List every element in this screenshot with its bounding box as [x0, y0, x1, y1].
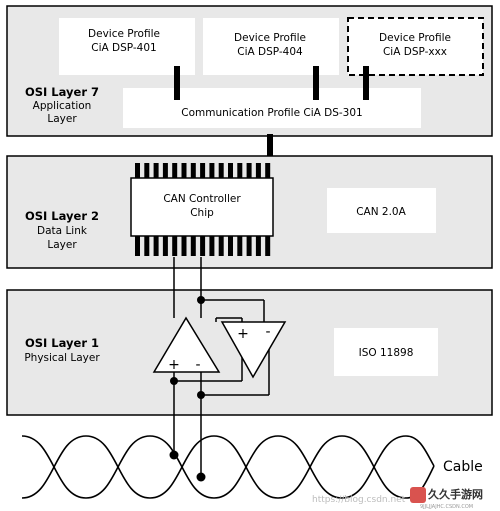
- chip-pin-top: [246, 163, 252, 179]
- watermark-url: https://blog.csdn.net: [312, 495, 406, 505]
- device-profile-401-line2: CiA DSP-401: [91, 42, 156, 54]
- chip-pin-top: [209, 163, 215, 179]
- connector-l7-l2: [267, 134, 273, 158]
- chip-pin-top: [153, 163, 159, 179]
- can-controller-chip: [130, 177, 274, 237]
- device-profile-xxx-line2: CiA DSP-xxx: [383, 46, 447, 58]
- device-profile-404-line1: Device Profile: [234, 32, 306, 44]
- layer7-title: OSI Layer 7: [25, 85, 99, 99]
- connector-xxx: [363, 66, 369, 100]
- chip-pin-bottom: [144, 236, 150, 256]
- amp-left-plus: +: [168, 357, 180, 373]
- watermark-logo-text: 久久手游网: [428, 487, 483, 501]
- device-profile-xxx-box: [347, 17, 484, 76]
- connector-404: [313, 66, 319, 100]
- amp-right-minus: -: [265, 324, 270, 340]
- chip-pin-bottom: [209, 236, 215, 256]
- chip-pin-top: [228, 163, 233, 179]
- layer1-subtitle: Physical Layer: [24, 352, 100, 364]
- layer2-title: OSI Layer 2: [25, 209, 99, 223]
- chip-pin-bottom: [135, 236, 140, 256]
- chip-pin-bottom: [265, 236, 271, 256]
- chip-pin-top: [181, 163, 187, 179]
- chip-pin-bottom: [172, 236, 178, 256]
- chip-pin-bottom: [153, 236, 159, 256]
- device-profile-xxx-line1: Device Profile: [379, 32, 451, 44]
- device-profile-404-box: [203, 18, 339, 75]
- chip-pin-bottom: [218, 236, 224, 256]
- chip-pin-top: [172, 163, 178, 179]
- chip-pins: [135, 163, 271, 256]
- chip-pin-top: [135, 163, 140, 179]
- chip-pin-bottom: [200, 236, 206, 256]
- layer1-title: OSI Layer 1: [25, 336, 99, 350]
- layer7-subtitle-1: Application: [33, 100, 92, 112]
- comm-profile-box: [123, 88, 421, 128]
- chip-pin-bottom: [190, 236, 196, 256]
- twisted-pair-cable: [21, 435, 435, 499]
- iso11898-label: ISO 11898: [359, 347, 414, 359]
- chip-pin-top: [255, 163, 261, 179]
- chip-pin-bottom: [246, 236, 252, 256]
- layer7-subtitle-2: Layer: [47, 113, 77, 125]
- chip-pin-top: [144, 163, 150, 179]
- layer2-subtitle-2: Layer: [47, 239, 77, 251]
- watermark-logo: 久久手游网 9JJLJJAJHC.CSDN.COM: [410, 487, 483, 510]
- chip-pin-top: [265, 163, 271, 179]
- chip-pin-bottom: [237, 236, 243, 256]
- chip-pin-bottom: [181, 236, 187, 256]
- chip-pin-top: [218, 163, 224, 179]
- amp-left-minus: -: [195, 357, 200, 373]
- chip-pin-top: [237, 163, 243, 179]
- device-profile-401-box: [59, 18, 195, 75]
- device-profile-404-line2: CiA DSP-404: [237, 46, 303, 58]
- receiver-amplifier: [152, 316, 221, 373]
- chip-label-line2: Chip: [190, 207, 214, 219]
- transmitter-amplifier: [220, 321, 287, 379]
- iso11898-box: [334, 328, 438, 376]
- chip-pin-bottom: [255, 236, 261, 256]
- layer2-subtitle-1: Data Link: [37, 225, 88, 237]
- chip-pin-bottom: [228, 236, 233, 256]
- watermark-logo-sub: 9JJLJJAJHC.CSDN.COM: [420, 504, 473, 510]
- chip-label-line1: CAN Controller: [163, 193, 241, 205]
- chip-pin-top: [162, 163, 168, 179]
- cable-label: Cable: [443, 459, 483, 475]
- chip-pin-top: [200, 163, 206, 179]
- device-profile-401-line1: Device Profile: [88, 28, 160, 40]
- comm-profile-label: Communication Profile CiA DS-301: [181, 107, 362, 119]
- can20a-box: [327, 188, 436, 233]
- can20a-label: CAN 2.0A: [356, 206, 406, 218]
- connector-401: [174, 66, 180, 100]
- chip-pin-top: [190, 163, 196, 179]
- chip-pin-bottom: [162, 236, 168, 256]
- junction-dots: [169, 296, 206, 482]
- amp-right-plus: +: [237, 326, 249, 342]
